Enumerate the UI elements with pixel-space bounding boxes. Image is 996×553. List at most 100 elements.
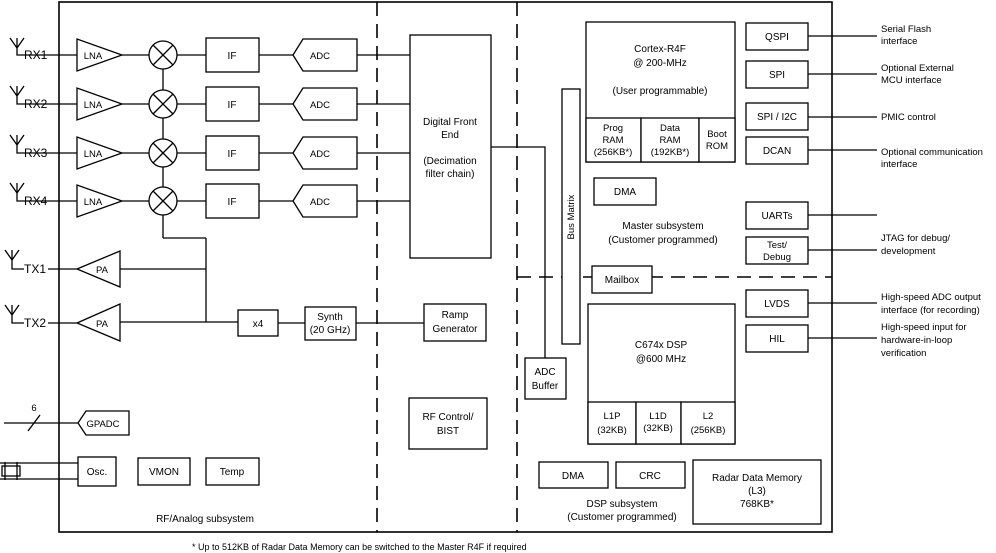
antenna-icon [9,37,77,56]
pa-2-label: PA [96,319,109,330]
l1d-memory [635,401,682,445]
l1p-label-2: (32KB) [597,425,627,436]
jtag-interface-1: JTAG for debug/ [881,233,950,244]
if-2 [205,86,260,122]
if-4-label: IF [228,197,237,208]
data-ram-label-3: (192KB*) [651,147,690,158]
adc-1-label: ADC [310,51,330,62]
synth-block [304,306,357,341]
spi-interface-2: MCU interface [881,75,942,86]
adc-buffer-label-1: ADC [534,367,555,378]
prog-ram-label-1: Prog [603,123,623,134]
hil-interface-3: verification [881,348,926,359]
uarts-block [745,201,809,230]
synth-label-2: (20 GHz) [310,325,351,336]
antenna-icon [9,182,77,202]
jtag-interface-2: development [881,246,936,257]
bus-matrix [561,88,581,345]
spi-label: SPI [769,70,785,81]
lna-4 [76,184,124,218]
bus-matrix-label: Bus Matrix [566,194,577,239]
osc-block [77,456,117,487]
rf-analog-subsystem-label: RF/Analog subsystem [156,514,254,525]
osc-label: Osc. [87,467,108,478]
spi-i2c-label: SPI / I2C [757,112,797,123]
ramp-label-2: Generator [432,324,478,335]
tx2-label: TX2 [24,316,46,330]
l2-label-2: (256KB) [691,425,726,436]
ramp-generator [423,303,487,342]
master-subsystem-label-1: Master subsystem [622,221,703,232]
dcan-interface-1: Optional communication [881,147,983,158]
rx-chain-4: RX4 LNA IF ADC [9,182,410,219]
cortex-label-3: (User programmable) [612,86,707,97]
radar-mem-label-3: 768KB* [740,499,774,510]
qspi-label: QSPI [765,32,789,43]
l1p-memory [587,401,637,445]
l1d-label-1: L1D [649,411,667,422]
if-3 [205,135,260,171]
rx4-label: RX4 [24,194,48,208]
x4-label: x4 [253,319,264,330]
mixer-1-cross-icon [152,44,174,66]
x4-multiplier [237,309,279,337]
spi-interface-1: Optional External [881,63,954,74]
adc-buffer [524,357,567,400]
dma-master-label: DMA [614,187,637,198]
rx-chain-1: RX1 LNA IF ADC [9,37,410,73]
spi-i2c-block [745,102,809,131]
lna-3 [76,136,124,170]
boot-rom-label-2: ROM [706,141,728,152]
lna-2-label: LNA [84,100,103,111]
rf-control-label-2: BIST [437,426,459,437]
lvds-interface-1: High-speed ADC output [881,292,981,303]
uarts-label: UARTs [762,211,793,222]
footnote: * Up to 512KB of Radar Data Memory can b… [192,542,527,552]
hil-interface-2: hardware-in-loop [881,335,952,346]
pa-1-label: PA [96,265,109,276]
if-2-label: IF [228,100,237,111]
dsp-label-2: @600 MHz [636,354,686,365]
dma-dsp-label: DMA [562,471,585,482]
lna-2 [76,87,124,121]
temp-label: Temp [220,467,245,478]
boot-rom [698,117,736,163]
if-3-label: IF [228,149,237,160]
vmon-block [137,457,191,486]
l1p-label-1: L1P [604,411,621,422]
dfe-label-1: Digital Front [423,117,477,128]
rx1-label: RX1 [24,48,48,62]
lvds-label: LVDS [764,299,790,310]
mixer-4-cross-icon [152,190,174,212]
interface-labels: Serial Flash interface Optional External… [881,24,983,359]
radar-mem-label-2: (L3) [748,486,766,497]
data-ram [640,117,700,163]
digital-front-end [409,34,492,259]
radar-mem-label-1: Radar Data Memory [712,473,802,484]
mailbox-label: Mailbox [605,275,639,286]
dsp-label-1: C674x DSP [635,340,688,351]
lna-1-label: LNA [84,51,103,62]
rx2-label: RX2 [24,97,48,111]
dsp-subsystem-label-2: (Customer programmed) [567,512,676,523]
cortex-label-1: Cortex-R4F [634,44,686,55]
mixer-2-cross-icon [152,93,174,115]
gpadc-block [77,410,130,436]
chip-outline [58,1,833,533]
data-ram-label-2: RAM [659,135,680,146]
adc-buffer-label-2: Buffer [532,381,559,392]
lna-4-label: LNA [84,197,103,208]
antenna-icon [9,85,77,105]
crystal-icon [0,462,78,480]
dsp-subsystem-label-1: DSP subsystem [587,499,658,510]
crc-label: CRC [639,471,661,482]
antenna-icon [4,249,24,270]
interface-lines [808,35,877,339]
test-debug-label-2: Debug [763,252,791,263]
dfe-label-2: End [441,130,459,141]
dcan-block [745,136,809,165]
hil-label: HIL [769,334,785,345]
prog-ram [585,117,642,163]
dcan-label: DCAN [763,146,791,157]
